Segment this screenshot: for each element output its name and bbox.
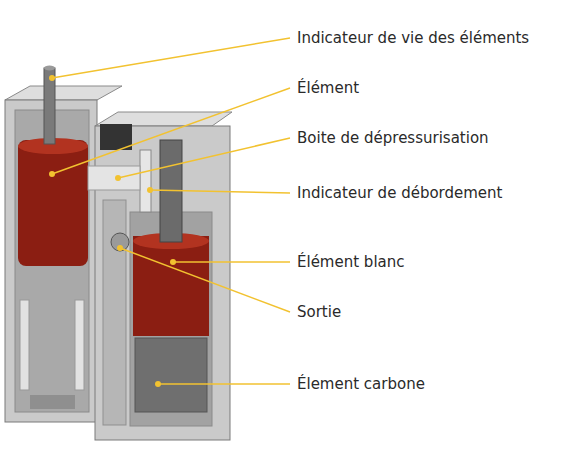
housing-top	[5, 86, 122, 100]
part-label: Indicateur de débordement	[297, 184, 502, 202]
leader-line	[118, 138, 290, 178]
leader-dot	[117, 245, 123, 251]
part-label: Élément blanc	[297, 253, 405, 271]
leader-dot	[115, 175, 121, 181]
rod-top	[44, 66, 55, 71]
leader-lines	[52, 38, 290, 384]
left-housing	[5, 100, 97, 422]
leader-line	[52, 38, 290, 78]
leader-line	[150, 190, 290, 193]
leader-dot	[155, 381, 161, 387]
inner-slat	[20, 300, 29, 390]
leader-line	[120, 248, 290, 312]
left-cavity	[15, 110, 89, 412]
base-block	[30, 395, 75, 409]
inner-slat	[75, 300, 84, 390]
outlet-port	[111, 233, 129, 251]
white-element	[133, 236, 209, 336]
part-label: Boite de dépressurisation	[297, 129, 489, 147]
leader-line	[52, 88, 290, 174]
life-indicator-rod	[44, 68, 55, 144]
leader-line	[158, 383, 290, 385]
leader-dot	[49, 75, 55, 81]
right-cavity	[130, 212, 212, 426]
part-label: Indicateur de vie des éléments	[297, 29, 529, 47]
carbon-element	[135, 338, 207, 412]
leader-dot	[147, 187, 153, 193]
part-label: Élement carbone	[297, 375, 425, 393]
housing-top	[95, 112, 232, 126]
leader-dots	[49, 75, 176, 387]
leader-line	[173, 261, 290, 263]
leader-dot	[49, 171, 55, 177]
overflow-tube	[140, 150, 151, 212]
part-label: Élément	[297, 79, 359, 97]
element-filter	[18, 140, 88, 266]
part-label: Sortie	[297, 303, 341, 321]
leader-dot	[170, 259, 176, 265]
depressurization-box	[88, 166, 140, 190]
